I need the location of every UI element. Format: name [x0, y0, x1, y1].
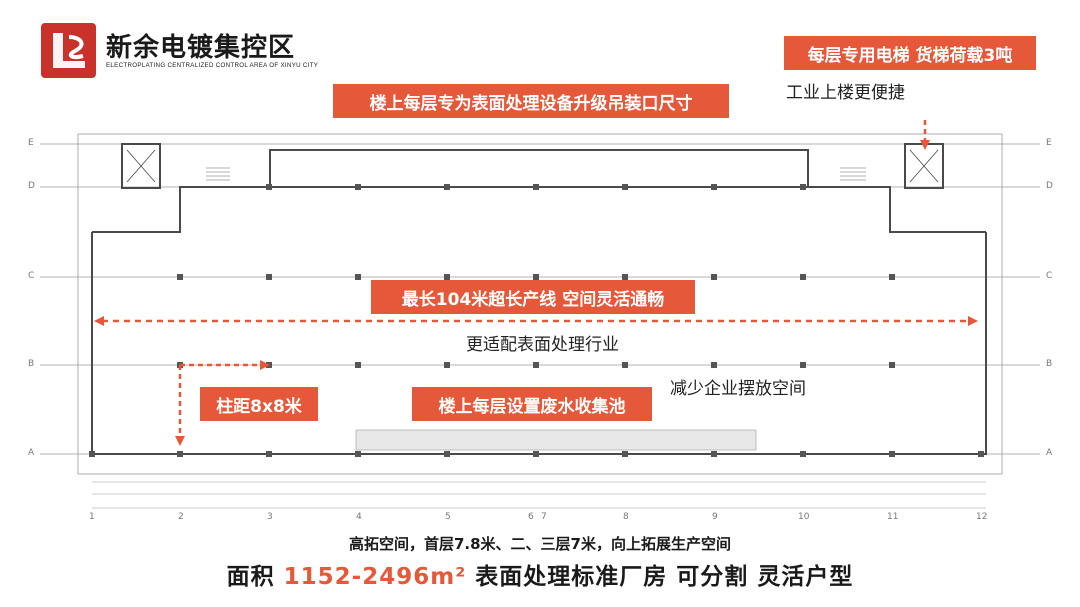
reduce-space-note: 减少企业摆放空间: [670, 379, 806, 399]
col-label-3: 3: [267, 512, 273, 522]
col-label-6: 6: [528, 512, 534, 522]
brand-subtitle: ELECTROPLATING CENTRALIZED CONTROL AREA …: [106, 62, 319, 69]
elevator-callout: 每层专用电梯 货梯荷载3吨: [784, 36, 1036, 70]
row-label-c-right: C: [1046, 271, 1053, 281]
row-label-b: B: [28, 359, 35, 369]
column-arrow-down: [175, 436, 185, 446]
col-label-4: 4: [356, 512, 362, 522]
col-label-1: 1: [89, 512, 95, 522]
row-label-b-right: B: [1046, 359, 1053, 369]
col-label-5: 5: [445, 512, 451, 522]
wastewater-pool: [355, 429, 757, 451]
col-label-9: 9: [712, 512, 718, 522]
column-spacing-callout: 柱距8x8米: [200, 387, 318, 421]
col-label-2: 2: [178, 512, 184, 522]
row-label-e: E: [28, 138, 34, 148]
floor-plan: [40, 120, 1040, 509]
industry-note: 更适配表面处理行业: [466, 335, 619, 355]
elevator-arrow-head: [920, 140, 930, 150]
row-label-d-right: D: [1046, 181, 1053, 191]
stairs: [206, 167, 866, 181]
length-arrow-right: [968, 316, 978, 326]
elevator-symbols: [126, 149, 939, 183]
row-label-c: C: [28, 271, 35, 281]
footer-subline: 高拓空间，首层7.8米、二、三层7米，向上拓展生产空间: [348, 535, 731, 553]
col-label-10: 10: [798, 512, 810, 522]
col-label-12: 12: [976, 512, 988, 522]
brand-title: 新余电镀集控区: [106, 33, 296, 63]
length-arrow-left: [94, 316, 104, 326]
brand-logo-glyph: [53, 33, 85, 68]
dimension-lines: [92, 481, 986, 509]
col-label-11: 11: [887, 512, 899, 522]
row-label-e-right: E: [1046, 138, 1052, 148]
length-callout: 最长104米超长产线 空间灵活通畅: [371, 280, 695, 314]
column-grid: [89, 184, 984, 457]
footer-headline: 面积 1152-2496m² 表面处理标准厂房 可分割 灵活户型: [0, 557, 1080, 591]
col-label-7: 7: [541, 512, 547, 522]
row-label-a-right: A: [1046, 448, 1053, 458]
wastewater-callout: 楼上每层设置废水收集池: [412, 387, 652, 421]
footer-suffix: 表面处理标准厂房 可分割 灵活户型: [466, 564, 854, 590]
elevator-note: 工业上楼更便捷: [786, 83, 905, 103]
brand-logo: [41, 23, 96, 78]
column-spacing-arrows: [178, 363, 262, 440]
row-label-d: D: [28, 181, 35, 191]
footer-prefix: 面积: [226, 564, 284, 590]
row-label-a: A: [28, 448, 35, 458]
footer-area: 1152-2496m²: [283, 564, 467, 590]
col-label-8: 8: [623, 512, 629, 522]
hoist-callout: 楼上每层专为表面处理设备升级吊装口尺寸: [333, 84, 729, 118]
column-arrow-right: [260, 360, 270, 370]
